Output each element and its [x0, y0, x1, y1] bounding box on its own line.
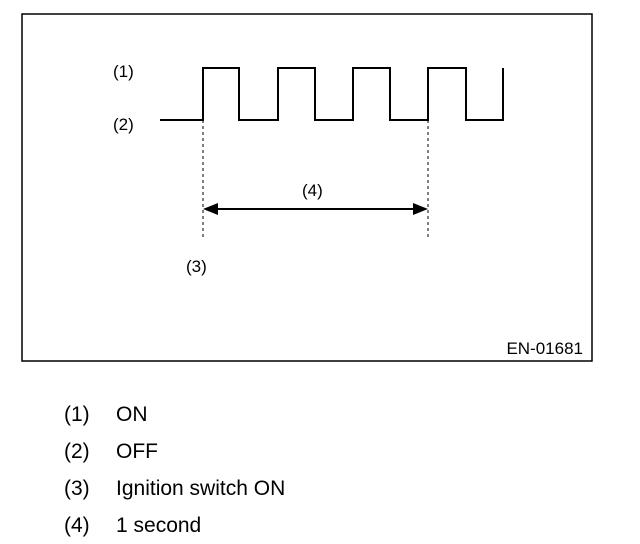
legend-key: (2) — [64, 440, 90, 463]
ignition-on-marker: (3) — [186, 257, 207, 276]
legend-key: (4) — [64, 514, 90, 537]
legend: (1) ON (2) OFF (3) Ignition switch ON (4… — [64, 396, 285, 544]
legend-text: Ignition switch ON — [116, 477, 286, 500]
legend-item-off: (2) OFF — [64, 433, 285, 470]
interval-arrow-left-head — [203, 203, 218, 215]
legend-item-ignition-switch-on: (3) Ignition switch ON — [64, 470, 285, 507]
legend-text: OFF — [116, 440, 158, 463]
on-level-marker: (1) — [113, 62, 134, 81]
legend-text: ON — [116, 403, 148, 426]
legend-key: (3) — [64, 477, 90, 500]
legend-item-one-second: (4) 1 second — [64, 507, 285, 544]
interval-arrow-right-head — [413, 203, 428, 215]
interval-marker: (4) — [302, 181, 323, 200]
legend-item-on: (1) ON — [64, 396, 285, 433]
timing-diagram: (1) (2) (4) (3) EN-01681 — [21, 13, 593, 362]
legend-text: 1 second — [116, 514, 202, 537]
off-level-marker: (2) — [113, 115, 134, 134]
pulse-waveform — [160, 67, 504, 121]
legend-key: (1) — [64, 403, 90, 426]
diagram-frame — [21, 13, 593, 362]
figure-code: EN-01681 — [506, 339, 583, 358]
